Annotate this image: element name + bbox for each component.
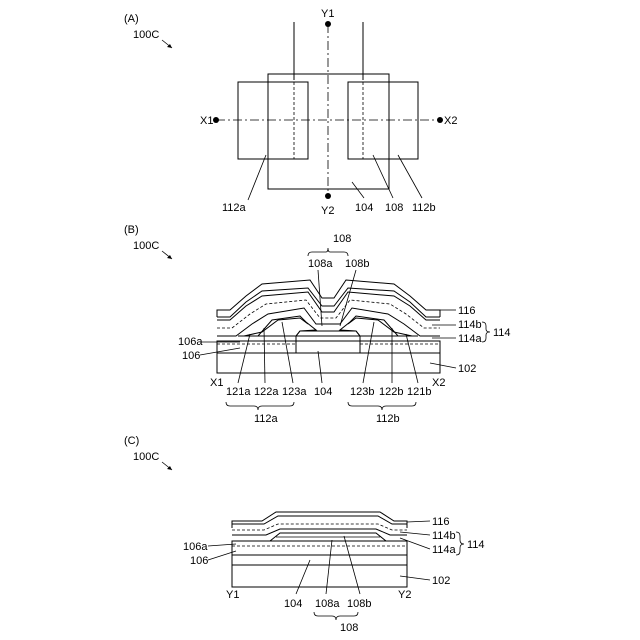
label-108b-c: 108b: [347, 598, 371, 610]
panel-c-ref: 100C: [133, 451, 159, 463]
label-121b: 121b: [407, 386, 431, 398]
x1-label: X1: [200, 115, 213, 127]
leader-116-c: [407, 521, 430, 522]
label-108-c: 108: [340, 622, 358, 634]
gate-104: [296, 341, 360, 353]
substrate-102: [217, 353, 440, 373]
label-104-c: 104: [284, 598, 302, 610]
y1-marker: [325, 21, 331, 27]
label-106a: 106a: [178, 336, 203, 348]
label-114b: 114b: [458, 319, 482, 331]
label-108: 108: [385, 202, 403, 214]
x1-marker: [213, 117, 219, 123]
label-108-top: 108: [333, 233, 351, 245]
leader-112b: [398, 155, 422, 198]
label-102-c: 102: [432, 575, 450, 587]
brace-112a: [226, 402, 294, 410]
label-106a-c: 106a: [183, 541, 208, 553]
label-x1: X1: [210, 377, 223, 389]
label-121a: 121a: [226, 386, 251, 398]
leader-108b: [340, 270, 356, 326]
leader-114a-c: [400, 538, 430, 549]
label-116: 116: [458, 305, 476, 317]
label-123b: 123b: [350, 386, 374, 398]
insulator-106: [217, 341, 440, 353]
label-108b: 108b: [345, 258, 369, 270]
panel-c: (C) 100C 116 114b 114a 114 102 Y2 106a: [124, 435, 485, 634]
label-104: 104: [355, 202, 373, 214]
x2-marker: [437, 117, 443, 123]
x2-label: X2: [444, 115, 457, 127]
label-114a-c: 114a: [432, 544, 457, 556]
label-114a: 114a: [458, 333, 483, 345]
y1-label: Y1: [321, 8, 334, 20]
leader-112a: [248, 155, 266, 200]
label-112b: 112b: [412, 202, 436, 214]
layer-116-c-inner: [232, 516, 407, 524]
leader-102-c: [400, 576, 430, 580]
label-122b: 122b: [379, 386, 403, 398]
gate-104-c: [232, 555, 407, 565]
label-104-b: 104: [314, 386, 332, 398]
panel-b: (B) 100C 108 108a 108b: [124, 224, 511, 425]
label-108a-c: 108a: [315, 598, 340, 610]
brace-114-c: [456, 532, 464, 555]
label-102: 102: [458, 363, 476, 375]
electrode-112a: [238, 82, 308, 159]
leader-104: [352, 182, 364, 198]
label-112a-b: 112a: [254, 413, 279, 425]
leader-102: [430, 363, 456, 368]
panel-a: (A) 100C X1 X2 Y1 Y2 112a 104 10: [124, 8, 457, 217]
label-114-c: 114: [467, 539, 485, 551]
panel-a-label: (A): [124, 13, 139, 25]
label-106-c: 106: [190, 555, 208, 567]
insulator-106-c: [232, 541, 407, 555]
panel-c-label: (C): [124, 435, 139, 447]
leader-108a-c: [326, 540, 332, 594]
label-116-c: 116: [432, 516, 450, 528]
label-106: 106: [182, 350, 200, 362]
panel-b-ref: 100C: [133, 240, 159, 252]
y2-label: Y2: [321, 205, 334, 217]
label-y1: Y1: [226, 589, 239, 601]
brace-114: [482, 322, 490, 342]
brace-112b: [348, 402, 416, 410]
electrode-112b: [348, 82, 418, 159]
panel-b-label: (B): [124, 224, 139, 236]
label-114: 114: [493, 327, 511, 339]
substrate-102-c: [232, 565, 407, 587]
gate-104: [268, 74, 389, 189]
label-112b-b: 112b: [376, 413, 400, 425]
label-108a: 108a: [308, 258, 333, 270]
label-122a: 122a: [254, 386, 279, 398]
leader-104-b: [318, 351, 322, 383]
label-x2: X2: [432, 377, 445, 389]
leader-106: [200, 348, 240, 355]
label-123a: 123a: [282, 386, 307, 398]
brace-108-top: [308, 248, 348, 256]
semiconductor-108: [238, 331, 418, 336]
label-y2: Y2: [398, 589, 411, 601]
label-114b-c: 114b: [432, 530, 456, 542]
label-112a: 112a: [222, 202, 247, 214]
brace-108-c: [314, 612, 358, 620]
panel-a-ref: 100C: [133, 29, 159, 41]
leader-108: [373, 155, 393, 198]
y2-marker: [325, 193, 331, 199]
